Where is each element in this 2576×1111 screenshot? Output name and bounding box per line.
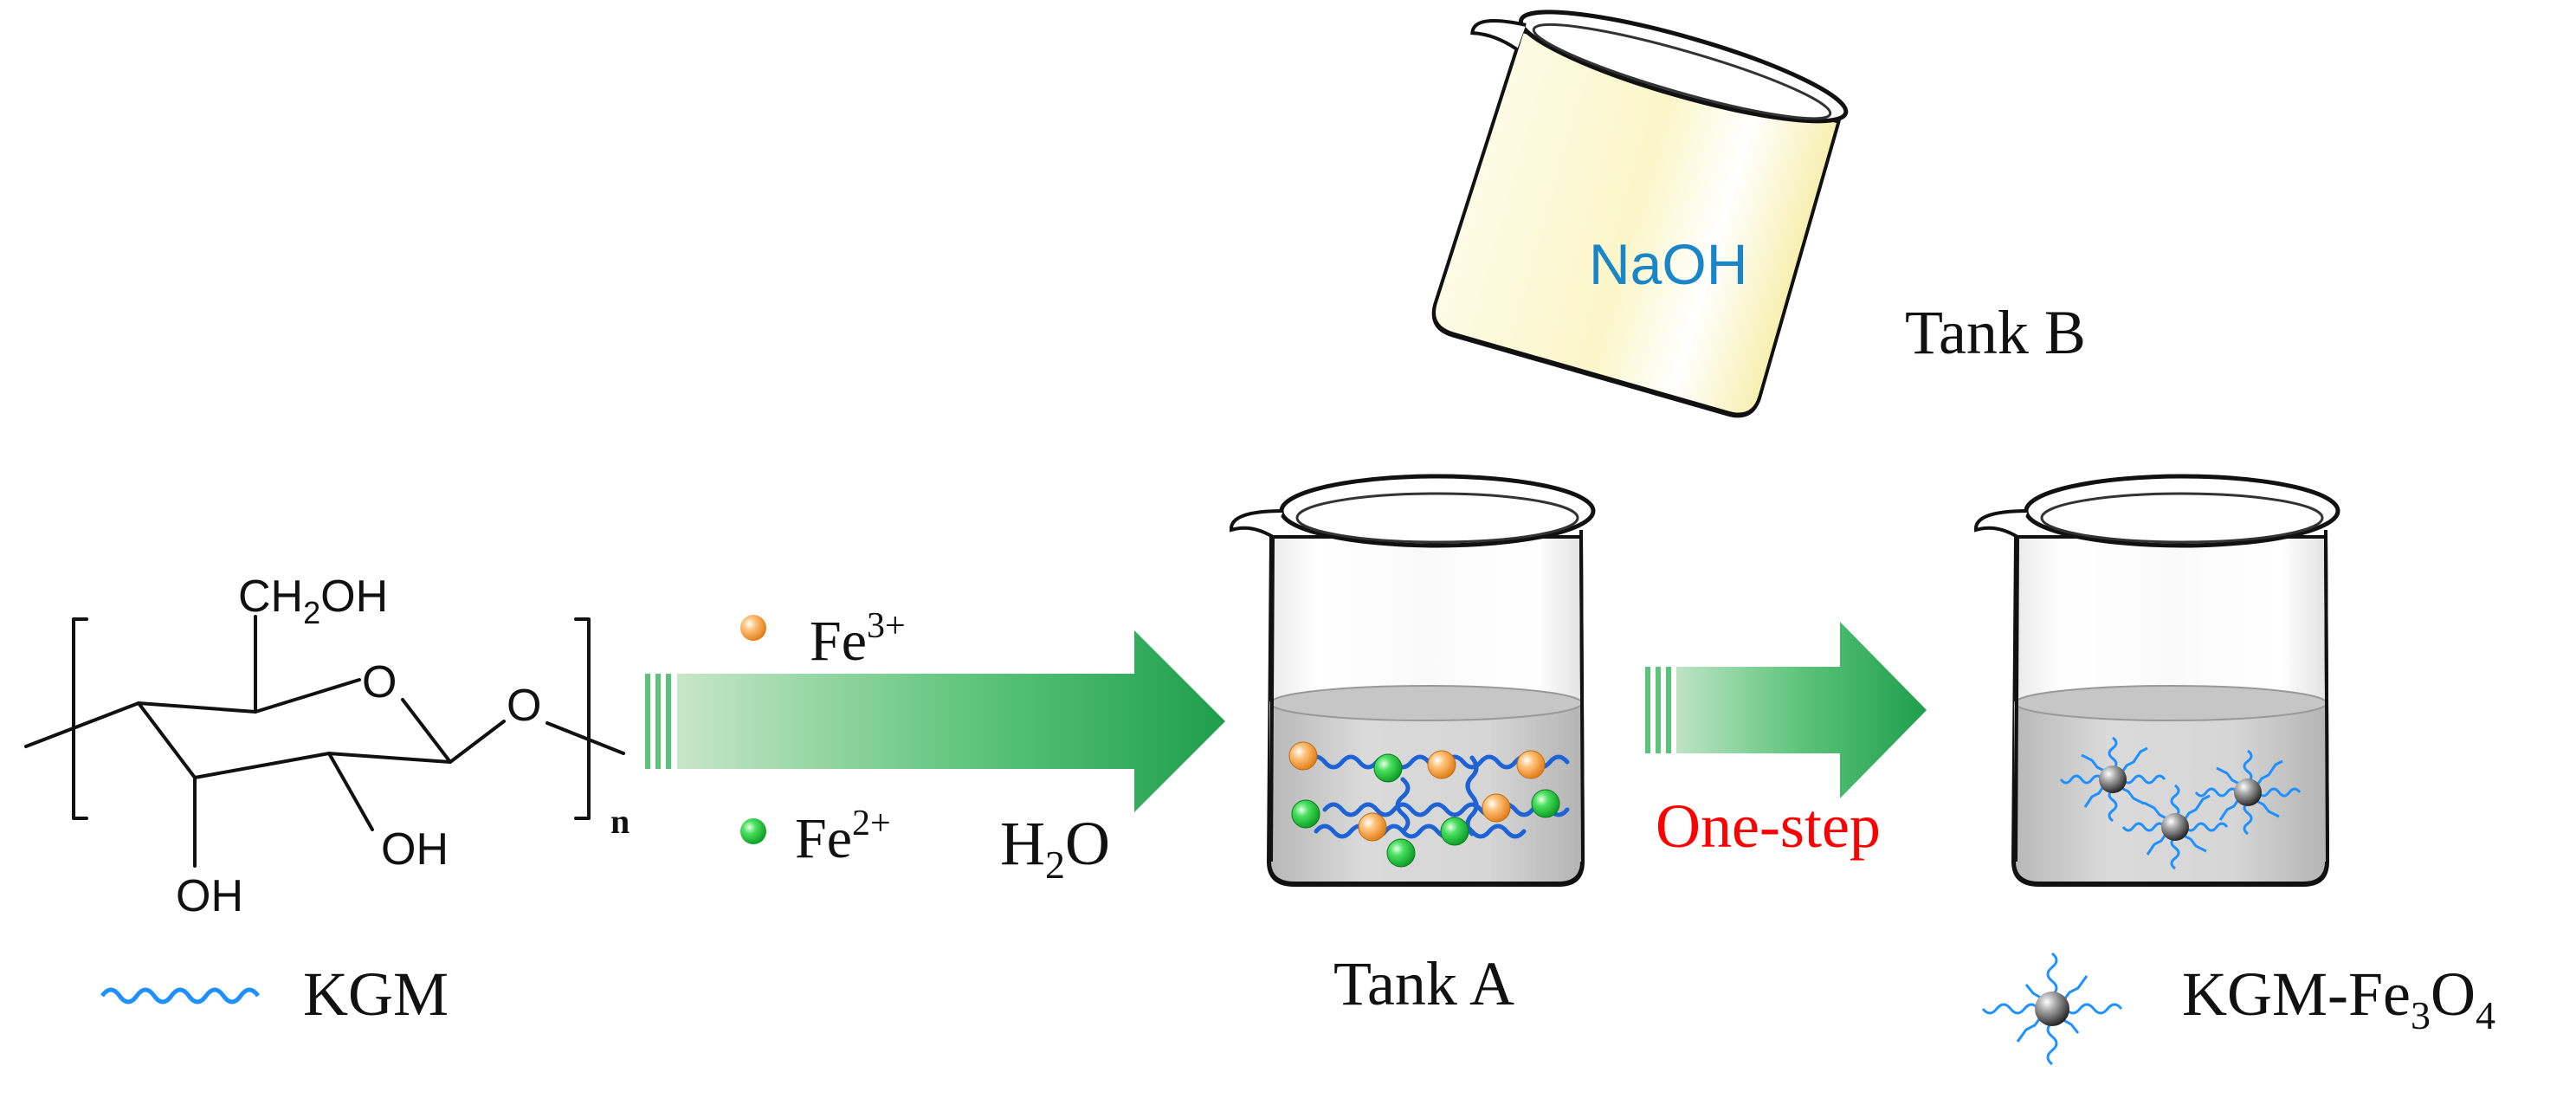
- fe3-ion: [1427, 750, 1456, 779]
- fe2-label: Fe2+: [795, 804, 891, 870]
- product-liquid: [2014, 701, 2327, 882]
- tank-a-liquid: [1269, 701, 1583, 882]
- kgm-fe3o4-particle: [2121, 784, 2229, 870]
- fe2-ion: [1440, 817, 1469, 846]
- tank-a-label: Tank A: [1333, 949, 1514, 1018]
- product-particles: [2059, 736, 2302, 870]
- kgm-fe3o4-legend-label: KGM-Fe3O4: [2182, 959, 2495, 1037]
- fe3-ion: [1288, 741, 1318, 771]
- c4-oh-label: OH: [176, 871, 243, 921]
- fe2-ion: [1386, 838, 1416, 868]
- fe3-ion: [1358, 812, 1387, 842]
- tank-b-label: Tank B: [1905, 298, 2086, 367]
- kgm-structure: [24, 615, 625, 868]
- arrow-to-tank-a: [645, 630, 1225, 812]
- fe2-ion-icon: [740, 818, 766, 844]
- fe3-ion: [1482, 793, 1511, 823]
- repeat-n-label: n: [610, 802, 629, 841]
- arrow-one-step: [1645, 622, 1927, 798]
- bridge-oxygen-label: O: [507, 681, 541, 731]
- fe2-ion: [1531, 789, 1560, 818]
- kgm-chain-legend-icon: [100, 987, 261, 1004]
- tank-a-beaker: [1230, 474, 1596, 887]
- ring-oxygen-label: O: [362, 657, 397, 707]
- fe3-ion-icon: [740, 615, 766, 641]
- glycosidic-bond-1: [449, 720, 506, 764]
- right-bracket: [574, 617, 591, 820]
- kgm-fe3o4-particle: [2059, 736, 2166, 823]
- one-step-label: One-step: [1656, 791, 1881, 861]
- kgm-fe3o4-particle: [2194, 749, 2302, 836]
- c3-oh-bond: [327, 752, 374, 831]
- glycosidic-bond-2: [546, 721, 625, 755]
- tank-a-fe-ions: [1288, 741, 1560, 868]
- kgm-legend-label: KGM: [303, 959, 449, 1029]
- ch2oh-label: CH2OH: [238, 572, 388, 630]
- kgm-fe3o4-legend-icon: [1981, 952, 2123, 1066]
- fe3-ion: [1516, 750, 1546, 779]
- water-label: H2O: [1000, 809, 1110, 887]
- tank-b-beaker: [1431, 10, 1849, 418]
- pyranose-ring: [137, 678, 452, 779]
- c3-oh-label: OH: [381, 824, 449, 875]
- fe3-label: Fe3+: [810, 606, 906, 673]
- fe2-ion: [1291, 799, 1320, 829]
- naoh-label: NaOH: [1589, 232, 1747, 296]
- left-bond: [24, 701, 140, 748]
- fe2-ion: [1373, 753, 1403, 783]
- left-bracket: [72, 617, 88, 820]
